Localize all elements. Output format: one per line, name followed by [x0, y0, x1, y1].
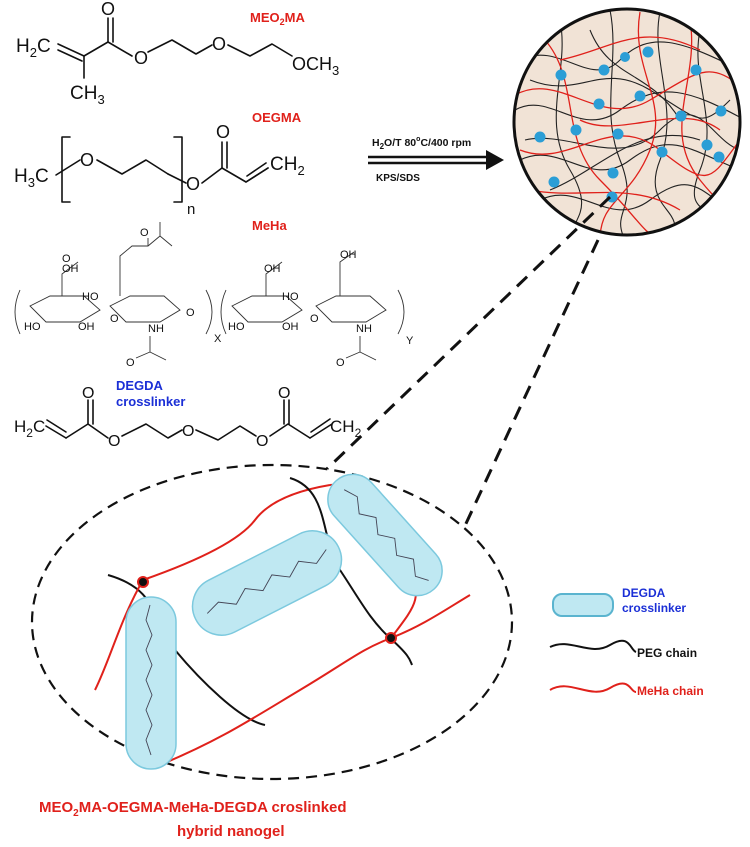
svg-text:HO: HO	[24, 321, 41, 333]
zoom-lines	[303, 195, 612, 531]
svg-text:O: O	[126, 357, 135, 369]
degda-capsule	[125, 596, 177, 770]
svg-text:HO: HO	[282, 291, 299, 303]
svg-text:CH3: CH3	[70, 83, 105, 107]
svg-text:OCH3: OCH3	[292, 54, 339, 78]
svg-text:OH: OH	[62, 263, 79, 275]
svg-text:O: O	[216, 122, 230, 142]
svg-text:n: n	[187, 201, 195, 218]
meha-chain	[94, 579, 144, 691]
legend-peg-swatch	[549, 639, 637, 653]
svg-text:O: O	[336, 357, 345, 369]
crosslink-nodes	[534, 46, 727, 203]
caption-line2: hybrid nanogel	[177, 823, 285, 840]
svg-text:O: O	[182, 423, 194, 440]
legend-crosslinker-line2: crosslinker	[622, 601, 686, 615]
svg-text:O: O	[256, 433, 268, 450]
degda-capsule	[191, 530, 343, 636]
degda-label-line2: crosslinker	[116, 394, 185, 409]
legend-peg-label: PEG chain	[637, 646, 697, 660]
legend-crosslinker-line1: DEGDA	[622, 586, 666, 600]
conditions-top: H2O/T 80oC/400 rpm	[372, 136, 471, 151]
crosslink-point	[137, 576, 149, 588]
svg-text:HO: HO	[82, 291, 99, 303]
svg-text:O: O	[212, 34, 226, 54]
degda-structure: DEGDA crosslinker H2C O O O O O CH2	[14, 378, 362, 450]
meha-label: MeHa	[252, 218, 287, 233]
svg-text:O: O	[186, 174, 200, 194]
svg-text:H2C: H2C	[14, 417, 45, 440]
svg-text:X: X	[214, 333, 222, 345]
svg-text:O: O	[80, 150, 94, 170]
degda-capsule	[327, 473, 443, 597]
svg-text:NH: NH	[356, 323, 372, 335]
meha-chain	[159, 594, 471, 766]
svg-text:OH: OH	[282, 321, 299, 333]
svg-text:OH: OH	[78, 321, 95, 333]
svg-text:O: O	[110, 313, 119, 325]
nanogel-zoom-ellipse	[30, 463, 514, 781]
meo2ma-label: MEO2MA	[250, 10, 305, 27]
peg-chain	[289, 477, 413, 666]
svg-text:O: O	[140, 227, 149, 239]
svg-text:H3C: H3C	[14, 166, 49, 190]
legend: DEGDA crosslinker PEG chain MeHa chain	[549, 586, 704, 698]
svg-text:OH: OH	[340, 249, 357, 261]
caption-line1: MEO2MA-OEGMA-MeHa-DEGDA croslinked	[39, 799, 347, 819]
legend-meha-label: MeHa chain	[637, 684, 704, 698]
caption: MEO2MA-OEGMA-MeHa-DEGDA croslinked hybri…	[39, 799, 347, 840]
degda-label-line1: DEGDA	[116, 378, 164, 393]
oegma-label: OEGMA	[252, 110, 302, 125]
svg-text:H2C: H2C	[16, 36, 51, 60]
svg-text:Y: Y	[406, 335, 414, 347]
svg-text:HO: HO	[228, 321, 245, 333]
svg-text:O: O	[310, 313, 319, 325]
legend-crosslinker-swatch	[552, 593, 614, 617]
svg-text:NH: NH	[148, 323, 164, 335]
meha-structure: MeHa O OH O HO HO OH O NH O O X OH HO HO…	[14, 218, 414, 369]
svg-text:CH2: CH2	[330, 417, 362, 440]
svg-text:O: O	[62, 253, 71, 265]
svg-text:O: O	[278, 385, 290, 402]
svg-text:O: O	[134, 48, 148, 68]
svg-text:O: O	[108, 433, 120, 450]
svg-text:CH2: CH2	[270, 154, 305, 178]
conditions-bottom: KPS/SDS	[376, 173, 420, 184]
legend-meha-swatch	[549, 682, 637, 693]
meha-chain	[142, 484, 331, 581]
svg-text:O: O	[101, 0, 115, 19]
oegma-structure: OEGMA H3C O n O O CH2	[14, 110, 305, 218]
nanogel-network-circle	[512, 7, 742, 237]
svg-text:OH: OH	[264, 263, 281, 275]
reaction-arrow: H2O/T 80oC/400 rpm KPS/SDS	[368, 136, 504, 184]
svg-text:O: O	[186, 307, 195, 319]
svg-text:O: O	[82, 385, 94, 402]
crosslink-point	[385, 632, 397, 644]
meo2ma-structure: MEO2MA H2C CH3 O O O OCH3	[16, 0, 339, 107]
